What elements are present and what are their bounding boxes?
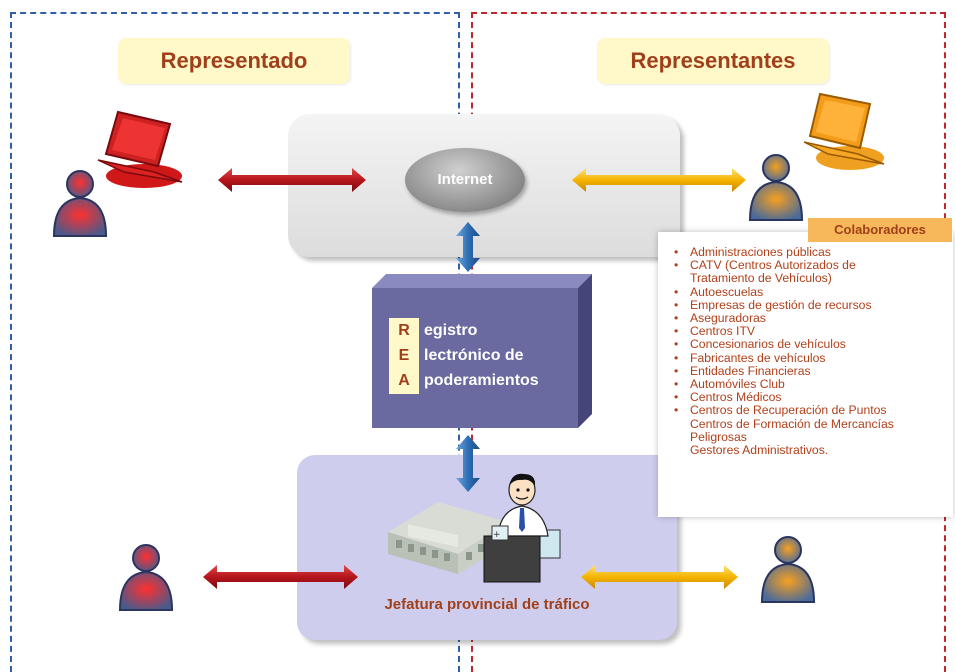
rea-title: egistro lectrónico de poderamientos — [424, 318, 539, 393]
office-worker-icon: + — [483, 473, 561, 583]
colaboradores-item: Administraciones públicas — [674, 245, 955, 259]
colaboradores-item: Aseguradoras — [674, 311, 955, 325]
person-orange-icon — [748, 154, 804, 221]
rea-letter-a: A — [398, 372, 410, 389]
person-red-icon — [52, 170, 108, 237]
colaboradores-item: Automóviles Club — [674, 377, 955, 391]
red-arrow-top — [218, 168, 366, 192]
colaboradores-item: Autoescuelas — [674, 285, 955, 299]
blue-arrow-rea-jefatura — [456, 435, 480, 492]
arrows-layer — [203, 168, 746, 589]
colaboradores-item: Peligrosas — [690, 429, 747, 444]
colaboradores-item: Gestores Administrativos. — [690, 443, 829, 458]
rea-acronym: R E A — [389, 318, 419, 394]
yellow-arrow-top — [572, 168, 746, 192]
colaboradores-item: Entidades Financieras — [674, 364, 955, 378]
colaboradores-item: Empresas de gestión de recursos — [674, 298, 955, 312]
blue-arrow-internet-rea — [456, 222, 480, 272]
colaboradores-item: Tratamiento de Vehículos) — [690, 271, 832, 286]
svg-text:+: + — [493, 530, 501, 540]
colaboradores-item: Concesionarios de vehículos — [674, 338, 955, 352]
colaboradores-item: Centros Médicos — [674, 391, 955, 405]
person-red-icon — [118, 544, 174, 611]
rea-line-2: lectrónico de — [424, 347, 524, 364]
colaboradores-item: Centros ITV — [674, 325, 955, 339]
rea-letter-e: E — [398, 347, 410, 364]
rea-line-3: poderamientos — [424, 372, 539, 389]
header-representado: Representado — [118, 38, 350, 84]
colaboradores-list: Administraciones públicasCATV (Centros A… — [674, 245, 955, 458]
colaboradores-item: Centros de Recuperación de Puntos — [674, 404, 955, 418]
yellow-arrow-bottom — [581, 565, 738, 589]
header-representantes: Representantes — [597, 38, 829, 84]
colaboradores-item: CATV (Centros Autorizados de — [674, 259, 955, 273]
laptop-red-icon — [97, 110, 183, 188]
rea-letter-r: R — [398, 322, 410, 339]
rea-line-1: egistro — [424, 322, 478, 339]
jefatura-label: Jefatura provincial de tráfico — [384, 596, 590, 613]
colaboradores-title: Colaboradores — [808, 218, 952, 242]
person-orange-icon — [760, 536, 816, 603]
colaboradores-item: Centros de Formación de Mercancías — [690, 416, 894, 431]
laptop-orange-icon — [803, 92, 885, 170]
colaboradores-item: Fabricantes de vehículos — [674, 351, 955, 365]
internet-cloud: Internet — [405, 148, 525, 212]
red-arrow-bottom — [203, 565, 358, 589]
rea-box-frame — [372, 274, 592, 428]
